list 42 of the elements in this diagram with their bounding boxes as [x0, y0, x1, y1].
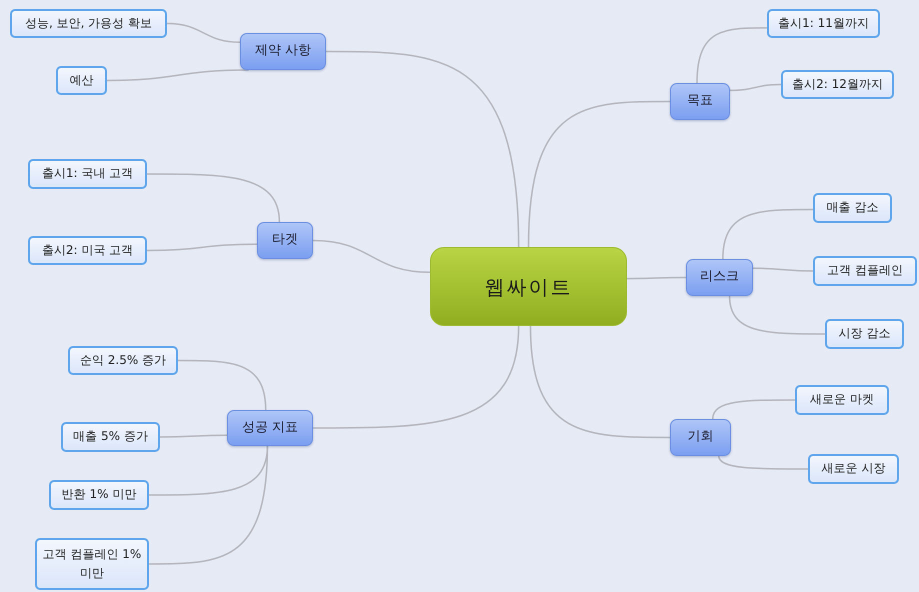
subtopic-box: 출시1: 11월까지 — [767, 9, 880, 38]
connector-line — [147, 173, 280, 222]
branch-topic-box: 목표 — [670, 83, 730, 120]
connector-line — [627, 276, 686, 280]
subtopic-box: 순익 2.5% 증가 — [68, 346, 178, 375]
subtopic-box: 새로운 시장 — [808, 454, 899, 484]
branch-topic-box: 타겟 — [257, 222, 313, 259]
subtopic-box: 출시1: 국내 고객 — [28, 159, 147, 189]
connector-line — [728, 296, 825, 335]
subtopic-box: 매출 감소 — [813, 193, 892, 223]
subtopic-box: 반환 1% 미만 — [49, 480, 149, 510]
connector-line — [530, 326, 670, 438]
branch-topic-box: 리스크 — [686, 259, 753, 296]
subtopic-box: 고객 컴플레인 — [813, 256, 917, 286]
connector-line — [178, 360, 266, 410]
subtopic-box: 출시2: 12월까지 — [781, 70, 894, 99]
subtopic-box: 성능, 보안, 가용성 확보 — [10, 9, 167, 38]
central-topic-box: 웹싸이트 — [430, 247, 627, 326]
branch-topic-box: 기회 — [670, 419, 731, 456]
subtopic-box: 출시2: 미국 고객 — [28, 236, 147, 265]
subtopic-box: 고객 컴플레인 1% 미만 — [35, 538, 149, 590]
connector-line — [753, 268, 813, 272]
connector-line — [313, 326, 520, 429]
connector-line — [147, 243, 257, 252]
connector-line — [149, 446, 268, 565]
connector-line — [160, 434, 227, 438]
connector-line — [528, 100, 670, 248]
connector-line — [722, 208, 813, 260]
connector-line — [326, 50, 520, 248]
connector-line — [712, 399, 795, 420]
connector-line — [718, 456, 808, 470]
connector-line — [696, 27, 767, 84]
subtopic-box: 새로운 마켓 — [795, 385, 889, 415]
branch-topic-box: 성공 지표 — [227, 410, 313, 446]
subtopic-box: 매출 5% 증가 — [61, 422, 160, 452]
connector-line — [730, 84, 782, 92]
connector-line — [312, 240, 430, 274]
branch-topic-box: 제약 사항 — [240, 33, 326, 70]
connector-line — [166, 22, 240, 43]
subtopic-box: 시장 감소 — [825, 319, 904, 349]
subtopic-box: 예산 — [56, 66, 107, 95]
connector-line — [106, 69, 249, 82]
